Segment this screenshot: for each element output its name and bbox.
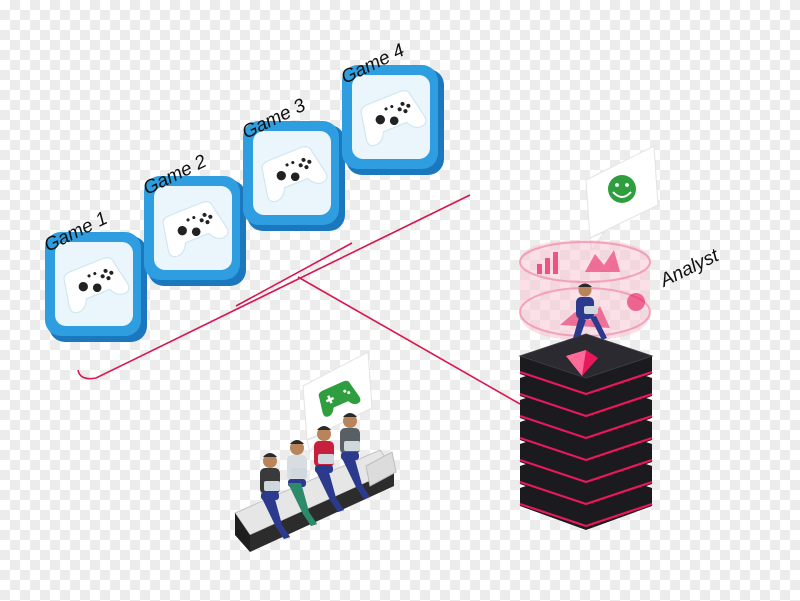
- players-group: [260, 413, 370, 539]
- games-bracket-line: [77, 194, 471, 380]
- game-tile-3: [243, 121, 345, 231]
- player-3: [314, 426, 344, 512]
- game-tile-1: [45, 232, 147, 342]
- analyst-label: Analyst: [656, 245, 723, 292]
- player-4: [340, 413, 370, 499]
- server-stack: [518, 333, 654, 530]
- analyst-person: [572, 283, 607, 343]
- player-1: [260, 453, 290, 539]
- analyst-bubble: [585, 145, 659, 252]
- game-tile-2: [144, 176, 246, 286]
- server-connector-line: [297, 276, 521, 405]
- game-tile-4: [342, 65, 444, 175]
- smiley-icon: [608, 175, 636, 203]
- player-2: [287, 440, 317, 526]
- game-tiles: [45, 65, 444, 342]
- connector-lines: [77, 194, 521, 405]
- bracket-tick: [235, 242, 353, 307]
- players-bubble: [302, 351, 373, 454]
- gem-icon: [566, 350, 598, 376]
- gamepad-icon: [318, 380, 361, 417]
